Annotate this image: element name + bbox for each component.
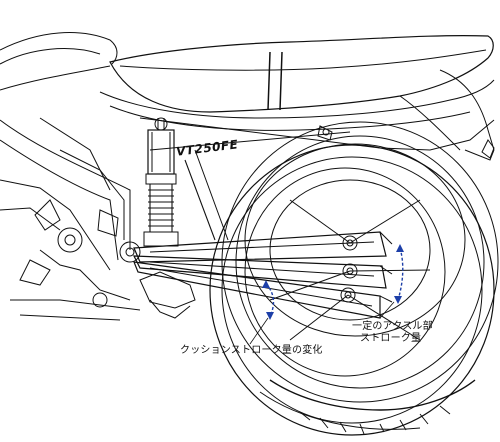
engine-linkage: [10, 199, 196, 321]
rear-wheel: [209, 121, 499, 436]
chain-guard: [317, 125, 495, 159]
shock-absorber: [143, 117, 179, 247]
leader-lines: [249, 301, 395, 345]
side-cover: [99, 69, 495, 161]
seat: [109, 34, 494, 113]
axle-stroke-label-line1: 一定のアクスル部: [352, 321, 433, 332]
wheel-spokes: [269, 199, 431, 341]
axle-stroke-label-line2: ストローク量: [360, 333, 422, 344]
fuel-tank: [0, 32, 118, 91]
swingarm: [133, 231, 393, 319]
frame: [0, 117, 229, 271]
cushion-stroke-label: クッションストローク量の変化: [180, 345, 323, 356]
stroke-arrows: [262, 244, 404, 320]
